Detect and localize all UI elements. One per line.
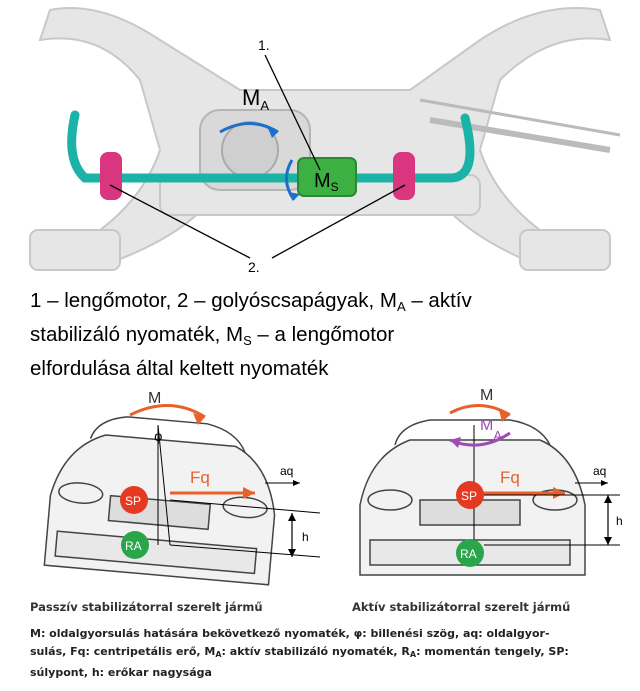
right-aq-label: aq <box>593 464 606 478</box>
right-car: M MA Fq aq SP RA h <box>359 387 623 576</box>
left-fq-label: Fq <box>190 468 210 487</box>
ms-label: MS <box>314 170 339 194</box>
subframe <box>29 7 612 272</box>
right-h-label: h <box>616 514 623 528</box>
right-ma-label: MA <box>480 417 502 443</box>
left-m-label: M <box>148 390 161 407</box>
ma-rotation-arrow <box>219 122 279 134</box>
callout-1: 1. <box>258 37 270 53</box>
symbol-legend: M: oldalgyorsulás hatására bekövetkező n… <box>30 625 630 682</box>
right-fq-label: Fq <box>500 468 520 487</box>
caption-line-1: 1 – lengőmotor, 2 – golyóscsapágyak, MA … <box>30 289 472 314</box>
left-m-arrow <box>129 404 206 419</box>
left-phi-label: φ <box>154 430 163 445</box>
stabilizer-assembly-figure: MS MA 1. 2. <box>29 7 621 275</box>
legend-line-3: súlypont, h: erőkar nagysága <box>30 666 212 679</box>
left-sp-label: SP <box>125 494 141 508</box>
left-car: M φ Fq aq SP RA h <box>43 390 321 586</box>
stabilizer-bar <box>67 110 475 183</box>
right-m-label: M <box>480 387 493 404</box>
right-ra-label: RA <box>460 547 477 561</box>
drive-shaft-right <box>419 98 621 153</box>
left-aq-label: aq <box>280 464 293 478</box>
right-sp-label: SP <box>461 489 477 503</box>
ma-label: MA <box>242 85 269 113</box>
legend-line-2: sulás, Fq: centripetális erő, MA: aktív … <box>30 645 569 659</box>
caption-line-2: stabilizáló nyomaték, MS – a lengőmotor <box>30 323 395 348</box>
figure-caption: 1 – lengőmotor, 2 – golyóscsapágyak, MA … <box>30 287 630 383</box>
callout-2: 2. <box>248 259 260 275</box>
left-h-label: h <box>302 530 309 544</box>
car-comparison-figure: M φ Fq aq SP RA h <box>43 387 623 586</box>
left-car-caption: Passzív stabilizátorral szerelt jármű <box>30 600 263 614</box>
bushing-left <box>100 152 122 200</box>
left-ra-label: RA <box>125 539 142 553</box>
swing-motor <box>297 157 357 197</box>
right-car-caption: Aktív stabilizátorral szerelt jármű <box>352 600 571 614</box>
right-m-arrow <box>449 403 511 417</box>
caption-line-3: elfordulása által keltett nyomaték <box>30 357 329 380</box>
bushing-right <box>393 152 415 200</box>
legend-line-1: M: oldalgyorsulás hatására bekövetkező n… <box>30 627 550 640</box>
